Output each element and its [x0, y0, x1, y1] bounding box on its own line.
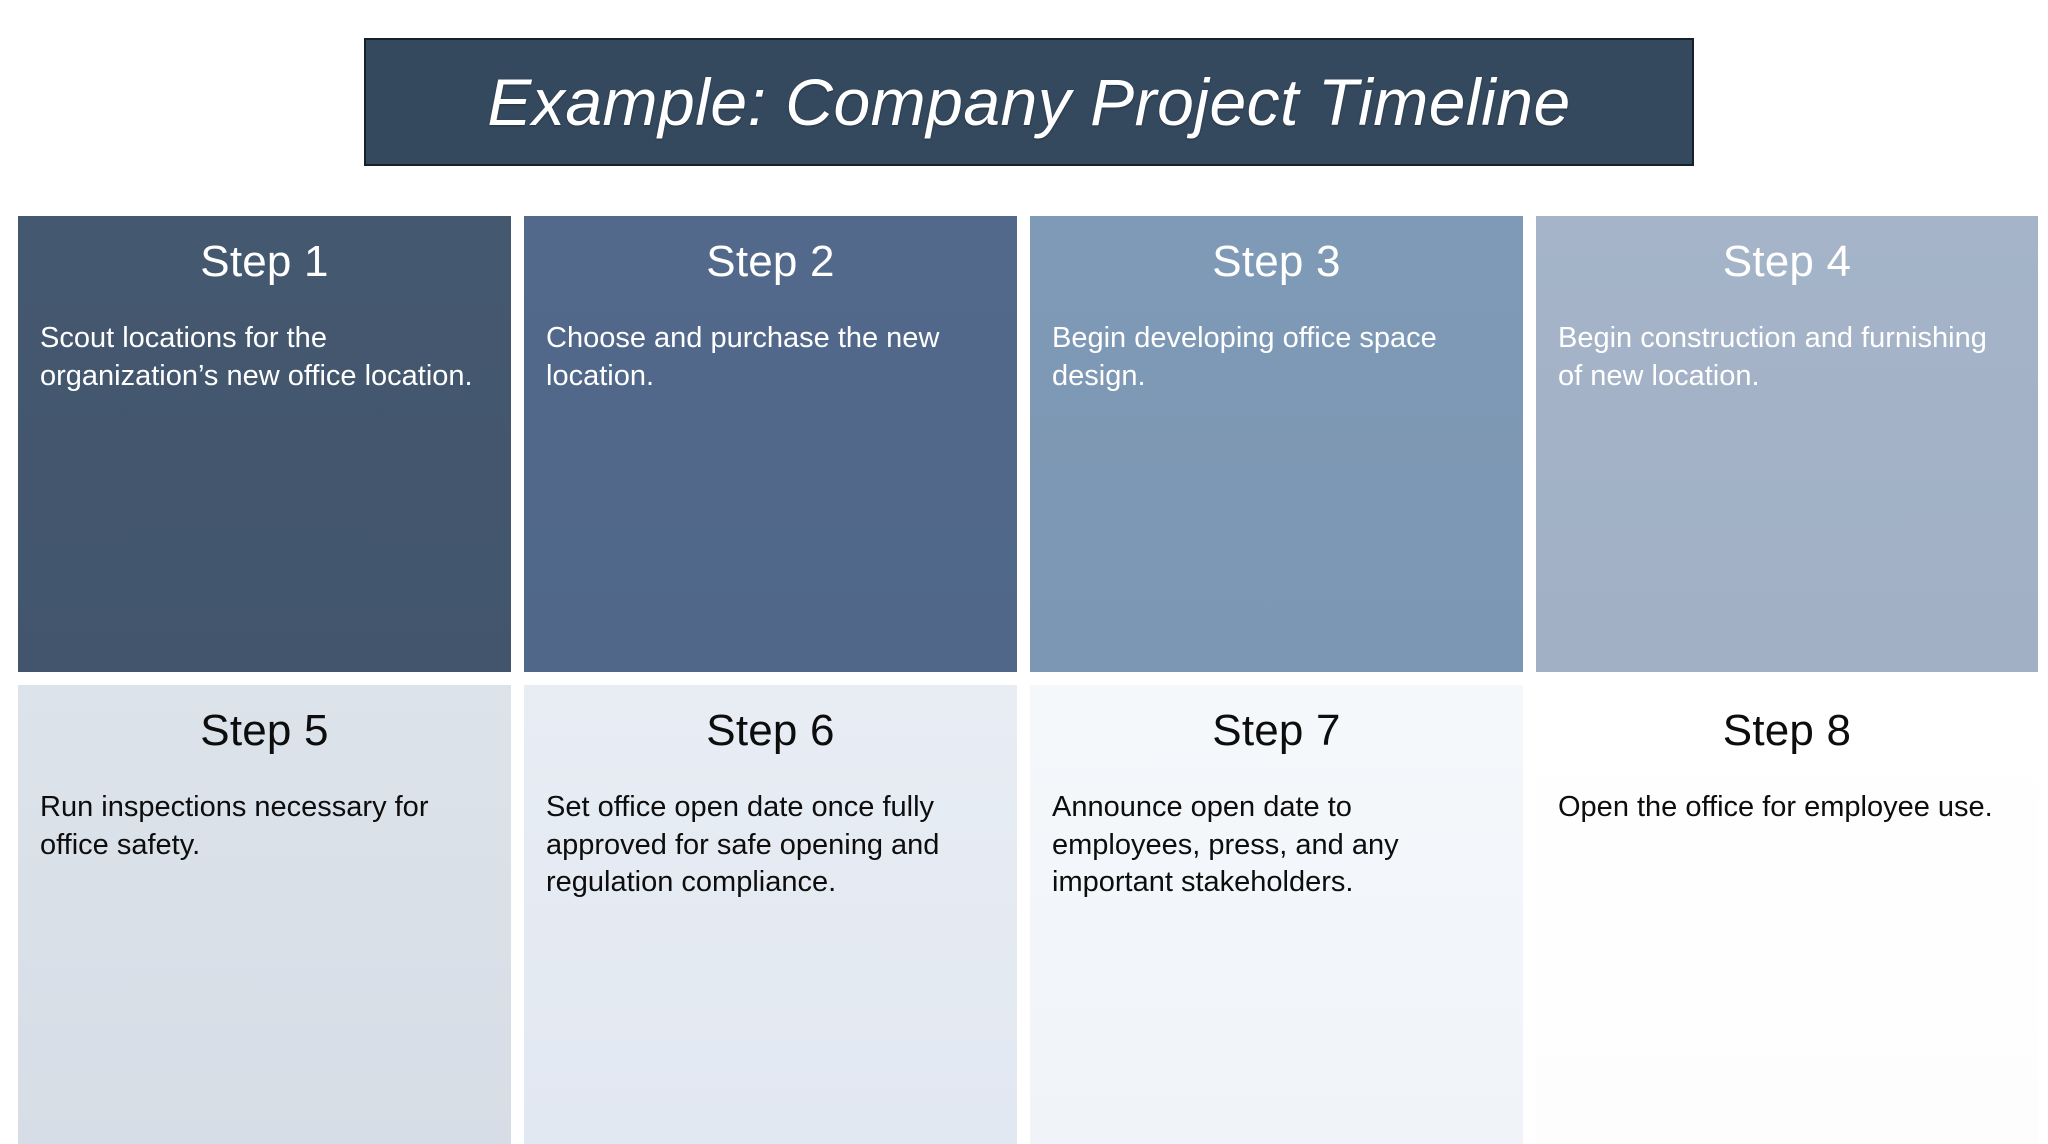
step-card-6[interactable]: Step 6 Set office open date once fully a…	[524, 685, 1017, 1144]
step-card-4[interactable]: Step 4 Begin construction and furnishing…	[1536, 216, 2038, 672]
step-card-5-title: Step 5	[200, 706, 329, 755]
step-card-2-body: Choose and purchase the new location.	[546, 322, 940, 392]
step-card-7[interactable]: Step 7 Announce open date to employees, …	[1030, 685, 1523, 1144]
step-card-7-body: Announce open date to employees, press, …	[1052, 791, 1399, 898]
step-card-4-title: Step 4	[1722, 237, 1852, 286]
step-card-7-title: Step 7	[1212, 706, 1341, 755]
step-card-8-body: Open the office for employee use.	[1558, 791, 1993, 824]
steps-grid: Step 1 Scout locations for the organizat…	[18, 216, 2038, 1144]
step-card-3-body: Begin developing office space design.	[1052, 322, 1437, 392]
step-card-3[interactable]: Step 3 Begin developing office space des…	[1030, 216, 1523, 672]
step-card-8-title: Step 8	[1722, 706, 1852, 755]
step-card-1-title: Step 1	[200, 237, 329, 286]
page-title: Example: Company Project Timeline	[487, 65, 1571, 139]
step-card-2[interactable]: Step 2 Choose and purchase the new locat…	[524, 216, 1017, 672]
step-card-4-body: Begin construction and furnishing of new…	[1558, 322, 1987, 392]
step-card-3-title: Step 3	[1212, 237, 1341, 286]
step-card-2-title: Step 2	[706, 237, 835, 286]
step-card-6-body: Set office open date once fully approved…	[546, 791, 940, 898]
step-card-5[interactable]: Step 5 Run inspections necessary for off…	[18, 685, 511, 1144]
step-card-8[interactable]: Step 8 Open the office for employee use.	[1536, 685, 2038, 1144]
step-card-1-body: Scout locations for the organization’s n…	[40, 322, 473, 392]
step-card-6-title: Step 6	[706, 706, 835, 755]
step-card-5-body: Run inspections necessary for office saf…	[40, 791, 429, 861]
slide-title-banner: Example: Company Project Timeline	[364, 38, 1694, 166]
step-card-1[interactable]: Step 1 Scout locations for the organizat…	[18, 216, 511, 672]
